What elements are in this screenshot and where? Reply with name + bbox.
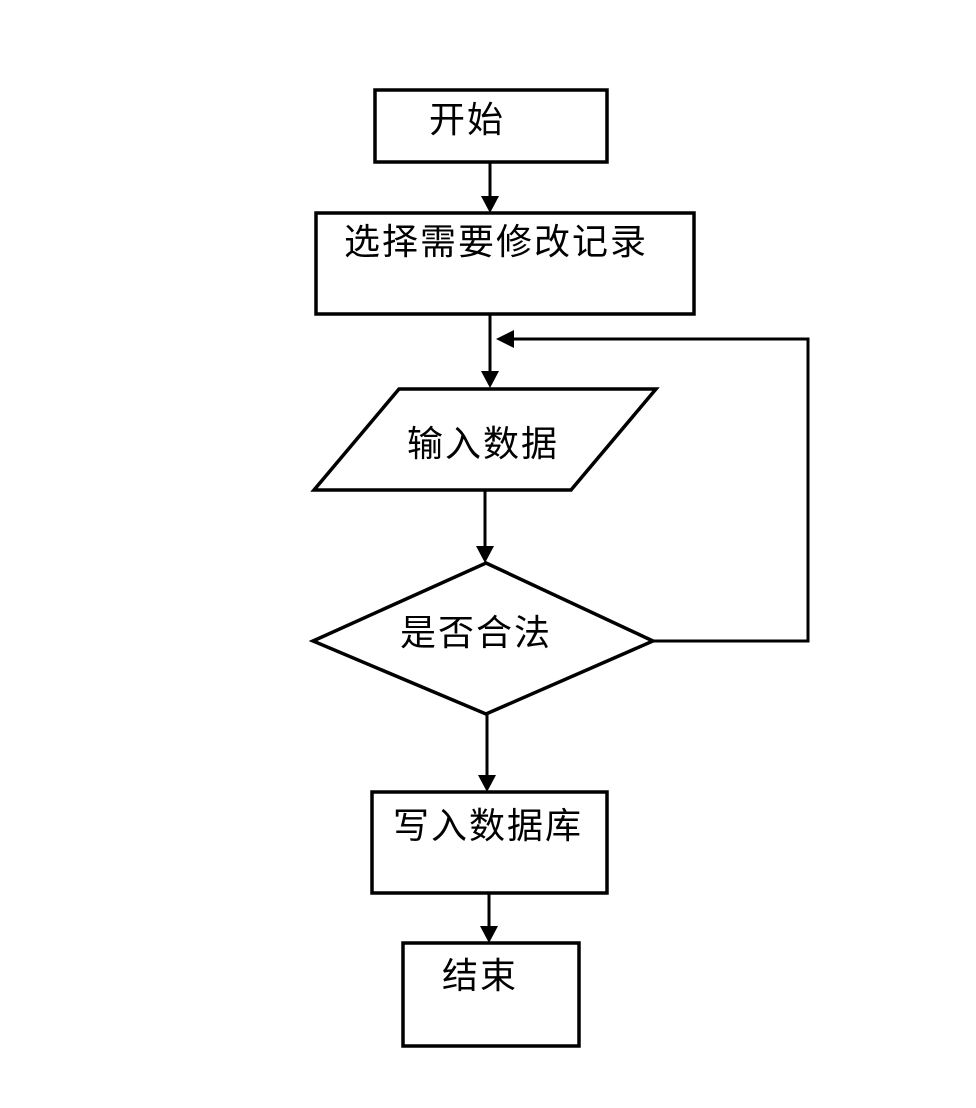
edge-start-to-select-arrowhead bbox=[481, 196, 499, 213]
edge-select-to-input-arrowhead bbox=[481, 371, 499, 388]
node-end-shape bbox=[401, 941, 581, 1048]
node-end-label: 结束 bbox=[441, 956, 519, 997]
node-select-record-shape bbox=[314, 211, 696, 316]
edge-write-to-end-arrowhead bbox=[480, 926, 498, 943]
edge-validate-to-write-arrowhead bbox=[478, 775, 496, 792]
node-select-record-label: 选择需要修改记录 bbox=[343, 222, 649, 263]
edge-validate-loop-back bbox=[514, 337, 810, 643]
node-validate-label: 是否合法 bbox=[399, 613, 553, 654]
node-input-data-shape bbox=[310, 387, 660, 492]
node-write-db-label: 写入数据库 bbox=[392, 806, 584, 847]
node-input-data-label: 输入数据 bbox=[406, 424, 560, 465]
node-start-label: 开始 bbox=[428, 100, 506, 141]
edge-input-to-validate-arrowhead bbox=[476, 546, 494, 563]
edge-validate-loop-back-arrowhead bbox=[496, 330, 514, 348]
